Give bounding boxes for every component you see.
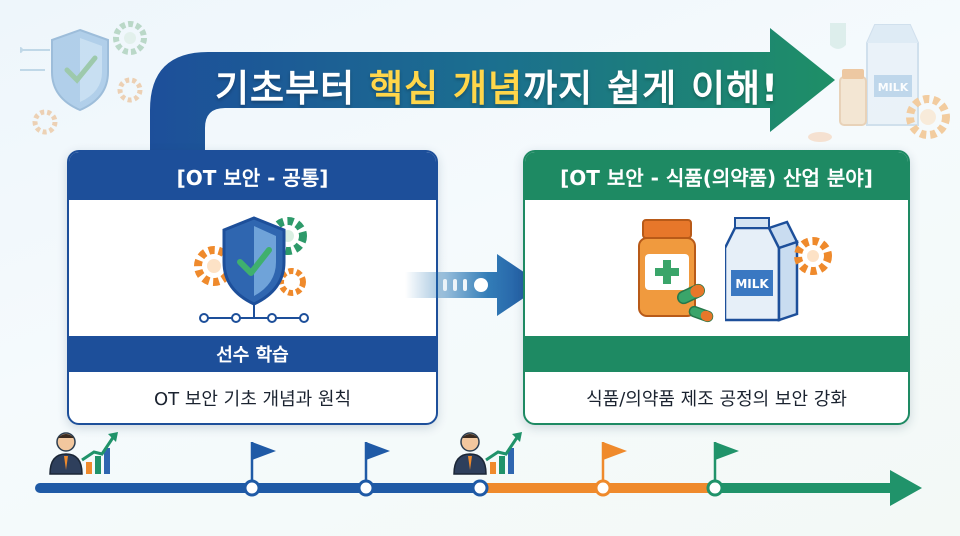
svg-text:MILK: MILK <box>878 81 909 94</box>
flag-icon <box>250 442 276 484</box>
left-card: [OT 보안 - 공통] 선수 학습 OT 보안 기초 개념과 원칙 <box>67 150 438 425</box>
left-card-band: 선수 학습 <box>69 336 436 372</box>
right-card-body: 식품/의약품 제조 공정의 보안 강화 <box>586 388 847 410</box>
left-card-header: [OT 보안 - 공통] <box>69 152 436 200</box>
person-growth-chart-icon <box>49 432 118 475</box>
right-card-illustration: MILK <box>525 200 908 336</box>
flag-icon <box>713 442 739 484</box>
person-growth-chart-icon <box>453 432 522 475</box>
banner-title-highlight: 핵심 개념 <box>369 67 524 110</box>
flag-icon <box>364 442 390 484</box>
medicine-bottle-icon <box>638 219 714 323</box>
left-card-illustration <box>69 200 436 336</box>
left-card-body: OT 보안 기초 개념과 원칙 <box>153 388 352 410</box>
milk-gear-icon: MILK <box>808 23 950 142</box>
right-card-header: [OT 보안 - 식품(의약품) 산업 분야] <box>525 152 908 200</box>
right-card: [OT 보안 - 식품(의약품) 산업 분야] MILK <box>523 150 910 425</box>
flag-icon <box>601 442 627 484</box>
shield-check-gear-icon <box>194 216 309 323</box>
banner-arrow <box>150 28 835 150</box>
milk-carton-icon: MILK <box>725 217 832 322</box>
shield-gear-icon <box>20 21 147 135</box>
svg-text:MILK: MILK <box>735 277 769 291</box>
timeline <box>35 432 922 506</box>
center-arrow <box>405 254 543 316</box>
banner-title: 기초부터 핵심 개념까지 쉽게 이해! <box>215 67 779 110</box>
right-card-band <box>525 336 908 372</box>
